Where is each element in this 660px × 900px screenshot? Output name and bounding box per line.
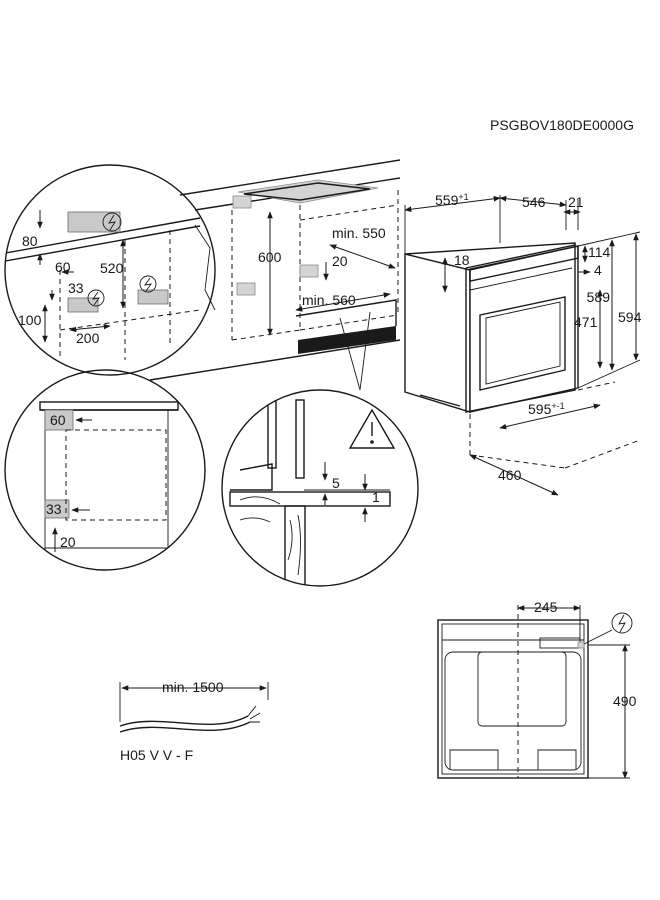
label-vent-60: 60 <box>50 412 66 428</box>
kitchen-niche: 600 min. 550 20 min. 560 <box>149 159 401 381</box>
label-460: 460 <box>498 467 522 483</box>
label-600: 600 <box>258 249 282 265</box>
label-559: 559+1 <box>435 192 469 208</box>
label-546: 546 <box>522 194 546 210</box>
electric-connection-icon <box>102 212 122 232</box>
label-20: 20 <box>332 253 348 269</box>
oven-rear-view: 245 490 <box>437 599 637 779</box>
electric-connection-icon <box>611 612 633 634</box>
label-min-550: min. 550 <box>332 225 386 241</box>
label-gap-5: 5 <box>332 475 340 491</box>
label-471: 471 <box>574 314 598 330</box>
label-18: 18 <box>454 252 470 268</box>
label-80: 80 <box>22 233 38 249</box>
label-60: 60 <box>55 259 71 275</box>
cable-length-label: min. 1500 <box>162 679 224 695</box>
label-4: 4 <box>594 262 602 278</box>
cable-type-label: H05 V V - F <box>120 747 193 763</box>
label-114: 114 <box>588 244 611 260</box>
product-code: PSGBOV180DE0000G <box>490 117 634 133</box>
socket-detail-circle: 80 60 520 33 100 200 <box>4 164 216 376</box>
label-595: 595+-1 <box>528 401 565 417</box>
label-245: 245 <box>534 599 558 615</box>
electric-connection-icon <box>139 275 157 293</box>
label-200: 200 <box>76 330 100 346</box>
label-490: 490 <box>613 693 637 709</box>
warning-triangle-icon <box>348 408 396 449</box>
label-100: 100 <box>18 312 42 328</box>
label-gap-1: 1 <box>372 489 380 505</box>
mains-cable: min. 1500 H05 V V - F <box>119 679 269 763</box>
label-33: 33 <box>68 280 84 296</box>
label-520: 520 <box>100 260 124 276</box>
label-vent-33: 33 <box>46 501 62 517</box>
label-589: 589 <box>587 289 611 305</box>
label-vent-20: 20 <box>60 534 76 550</box>
gap-detail-circle: 5 1 <box>221 311 419 587</box>
label-min-560: min. 560 <box>302 292 356 308</box>
ventilation-detail-circle: 60 33 20 <box>4 369 206 571</box>
electric-connection-icon <box>87 289 105 307</box>
label-594: 594 <box>618 309 642 325</box>
oven-side-view: 559+1 546 21 114 4 18 589 594 471 595+-1… <box>404 192 642 496</box>
label-21: 21 <box>568 194 584 210</box>
